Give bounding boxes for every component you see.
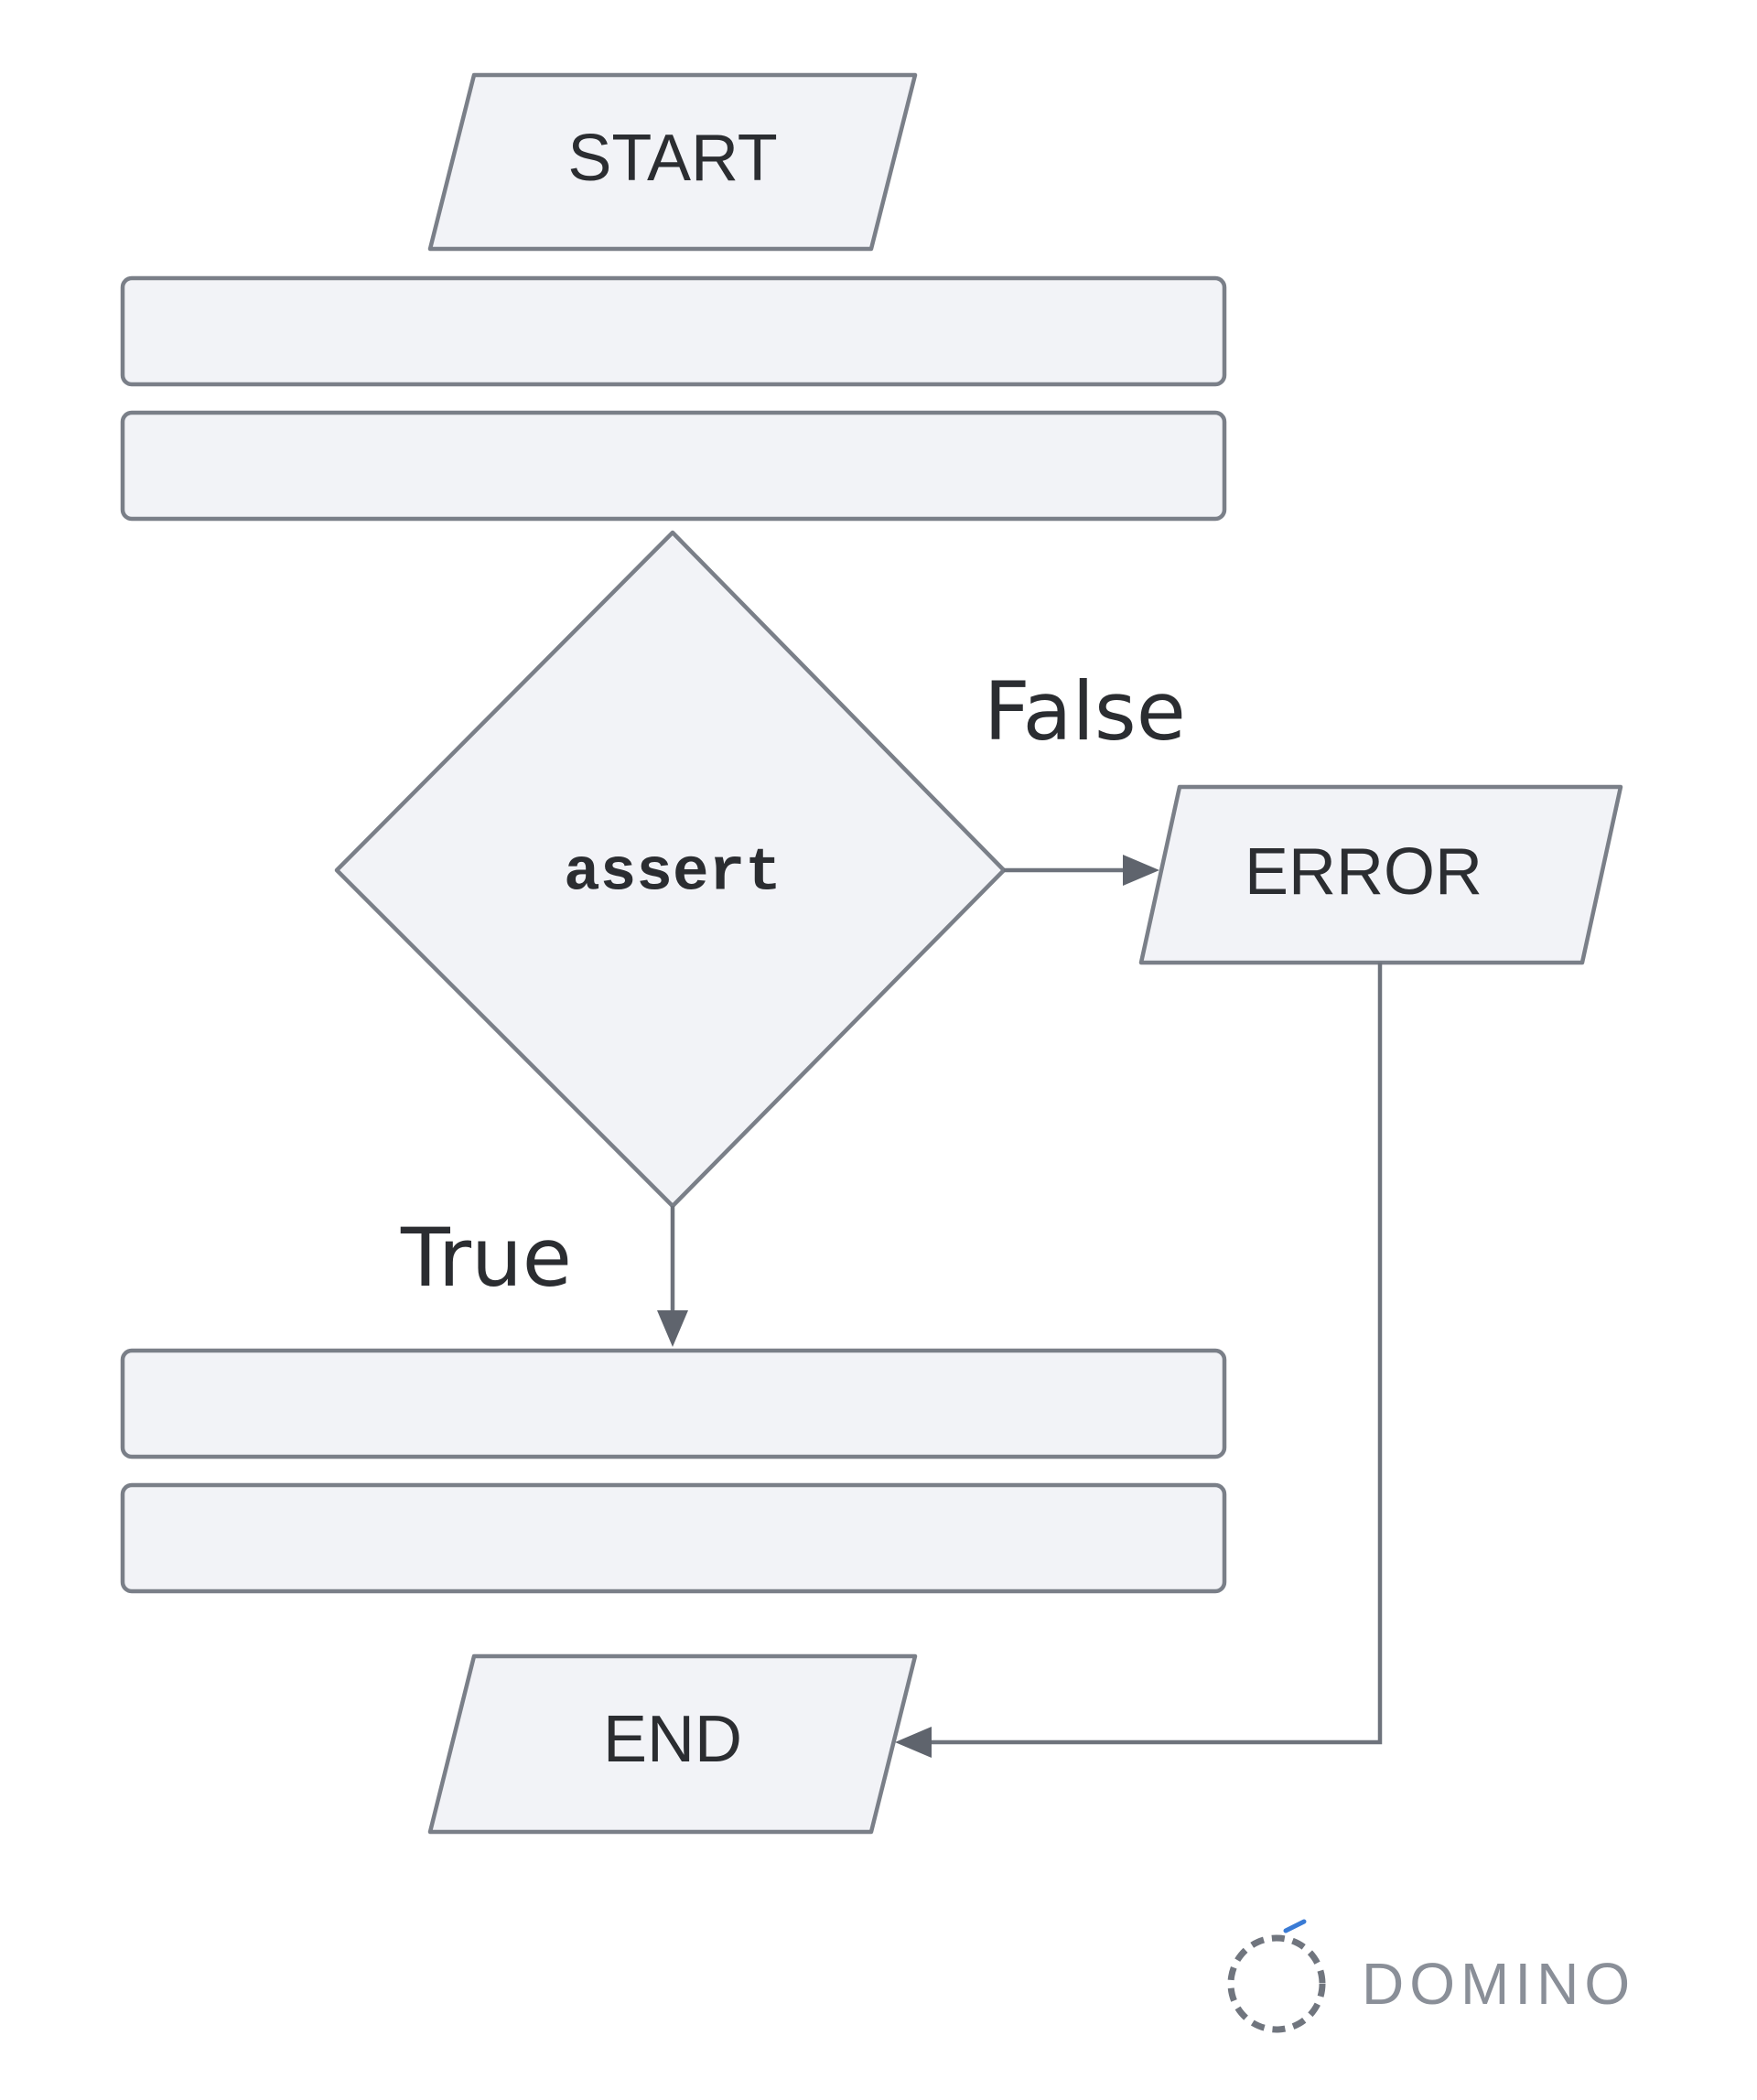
true-edge-label: True: [400, 1211, 572, 1305]
true-edge: [657, 1206, 688, 1347]
process-box-4: [120, 1482, 1227, 1594]
assert-decision-node: assert: [334, 530, 1007, 1209]
error-node: ERROR: [1138, 784, 1623, 965]
process-box-3: [120, 1348, 1227, 1459]
false-edge-arrowhead: [1123, 855, 1159, 886]
start-node: START: [427, 72, 918, 252]
assert-label: assert: [564, 838, 781, 907]
end-shape: [427, 1653, 918, 1835]
false-edge-label: False: [984, 664, 1186, 759]
end-node: END: [427, 1653, 918, 1835]
error-shape: [1138, 784, 1623, 965]
process-box-1: [120, 275, 1227, 387]
start-label: START: [567, 122, 777, 195]
process-box-2: [120, 410, 1227, 522]
start-shape: [427, 72, 918, 252]
true-edge-arrowhead: [657, 1310, 688, 1347]
error-to-end-edge-line: [924, 963, 1383, 1745]
error-to-end-edge-arrowhead: [895, 1727, 932, 1758]
end-label: END: [603, 1703, 742, 1776]
domino-logo: DOMINO: [1227, 1919, 1635, 2033]
error-label: ERROR: [1245, 835, 1482, 909]
domino-ring-icon: [1227, 1919, 1326, 2033]
error-to-end-edge: [895, 963, 1383, 1758]
false-edge: [1004, 855, 1159, 886]
logo-text: DOMINO: [1362, 1951, 1635, 2017]
